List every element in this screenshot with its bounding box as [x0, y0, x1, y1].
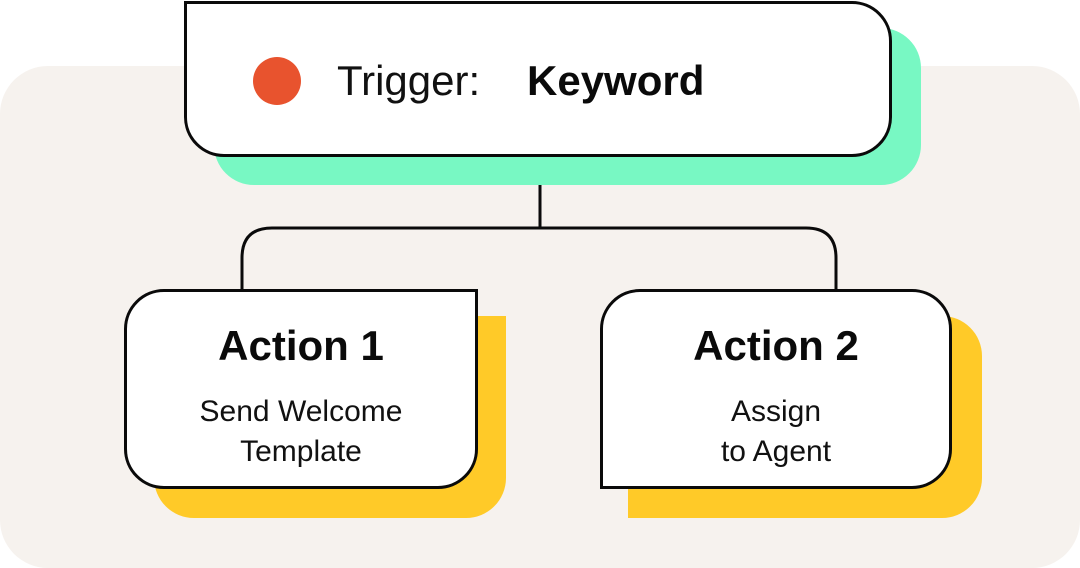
trigger-value: Keyword: [527, 57, 705, 104]
action-1-title: Action 1: [218, 322, 384, 369]
action-1-description-line: Template: [240, 435, 362, 468]
trigger-status-dot: [253, 57, 301, 105]
action-2-card[interactable]: Action 2 Assign to Agent: [600, 289, 952, 489]
action-1-card[interactable]: Action 1 Send Welcome Template: [124, 289, 478, 489]
trigger-card[interactable]: Trigger: Keyword: [184, 1, 892, 157]
action-1-description: Send Welcome Template: [127, 392, 475, 472]
action-2-title: Action 2: [693, 322, 859, 369]
connector-branch: [240, 226, 838, 290]
action-2-description-line: Assign: [730, 395, 822, 428]
action-2-description: Assign to Agent: [603, 392, 949, 472]
action-2-description-line: to Agent: [720, 435, 832, 468]
trigger-label: Trigger:: [337, 57, 481, 104]
action-1-description-line: Send Welcome: [199, 395, 403, 428]
